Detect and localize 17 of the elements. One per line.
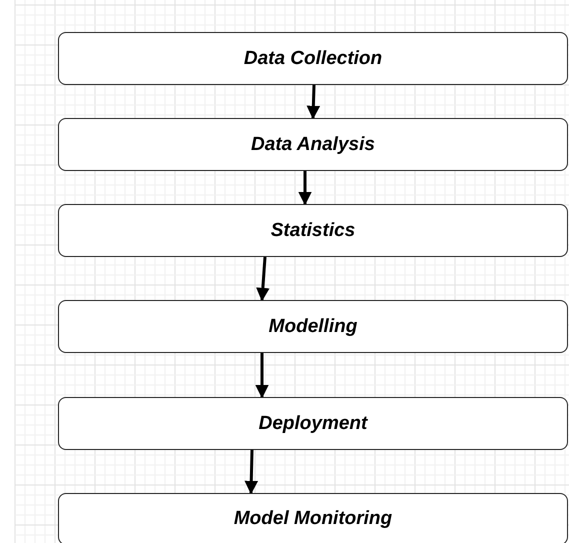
- process-box: [58, 118, 568, 171]
- arrow: [255, 353, 269, 398]
- process-box: [58, 204, 568, 257]
- step-label: Modelling: [268, 316, 358, 338]
- step-label: Data Analysis: [251, 134, 375, 156]
- arrow: [298, 171, 312, 206]
- step-label: Statistics: [270, 220, 356, 242]
- process-box: [58, 493, 568, 543]
- step-label: Model Monitoring: [234, 508, 392, 530]
- process-box: [58, 32, 568, 85]
- process-box: [58, 397, 568, 450]
- step-label: Deployment: [258, 412, 368, 434]
- step-label: Data Collection: [244, 48, 382, 70]
- arrow: [256, 256, 270, 302]
- arrow: [306, 84, 320, 120]
- arrow: [244, 450, 258, 494]
- process-box: [58, 300, 568, 353]
